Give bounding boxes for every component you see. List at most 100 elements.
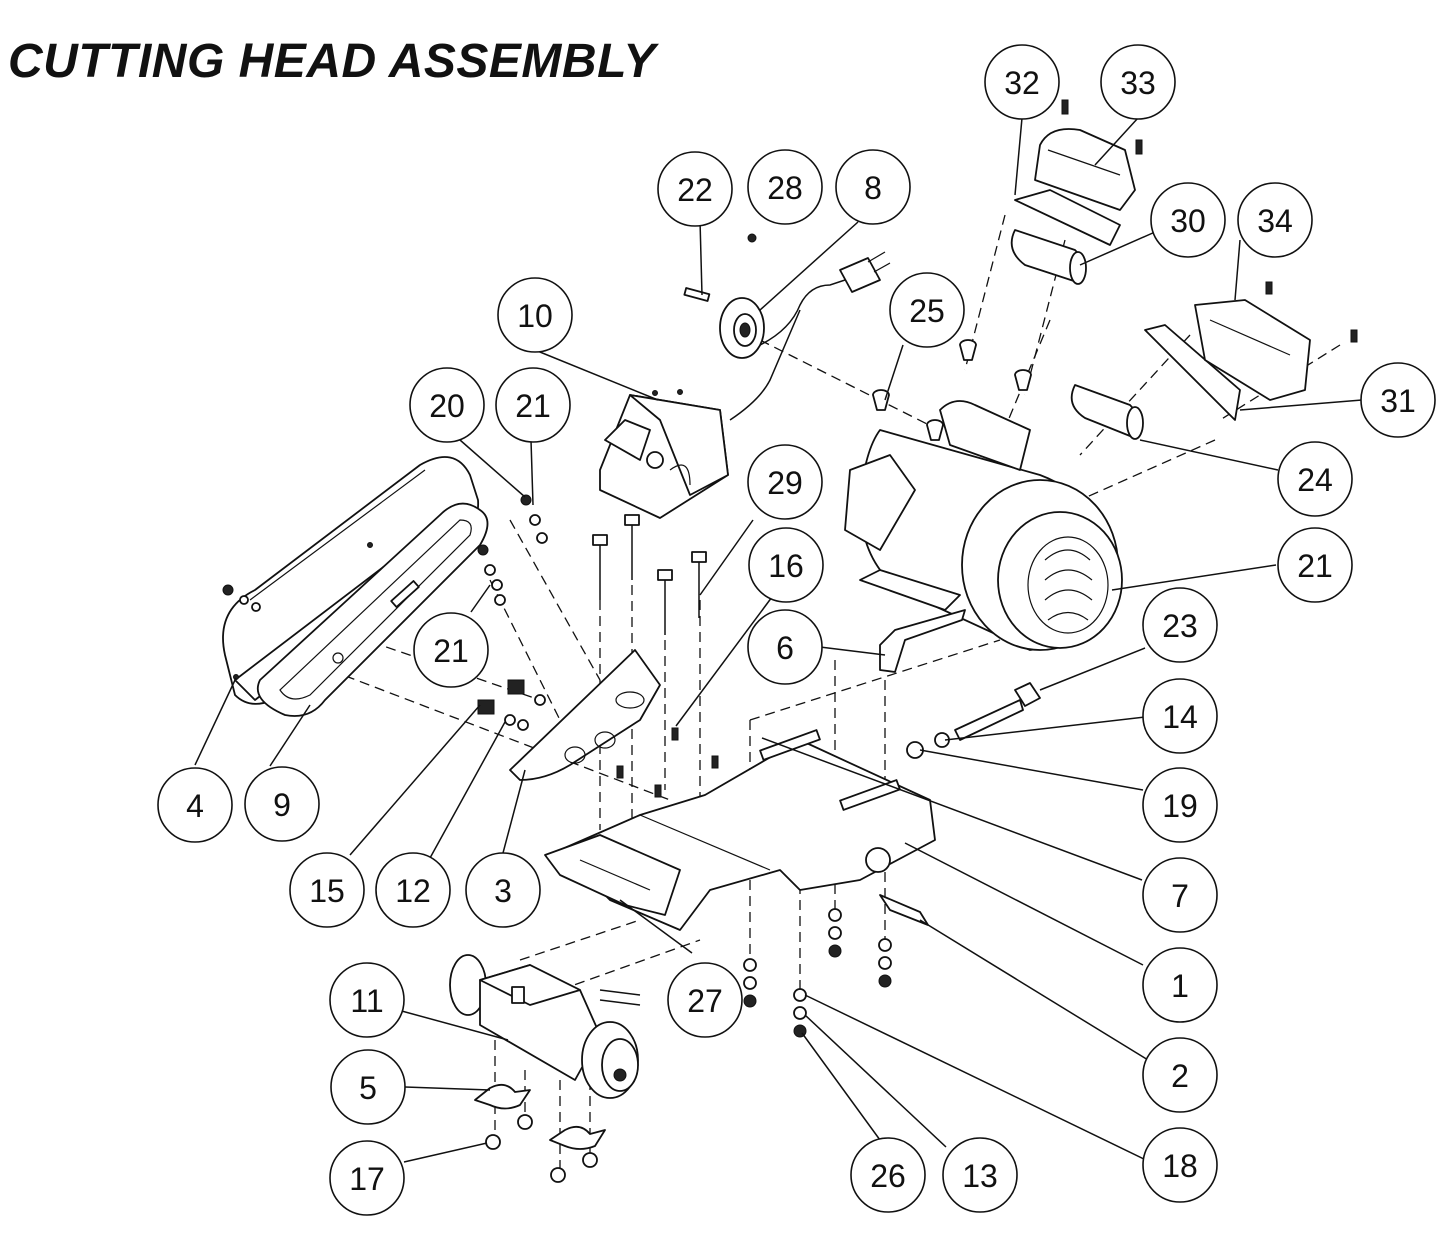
capacitor-cover-upper-part	[1014, 99, 1143, 246]
callout-7: 7	[1142, 857, 1218, 933]
callout-circle	[1150, 182, 1226, 258]
switch-box-part	[599, 389, 729, 519]
callout-2: 2	[1142, 1037, 1218, 1113]
callout-circle	[835, 149, 911, 225]
callout-number: 7	[1171, 878, 1189, 914]
capacitor-part	[1070, 384, 1144, 440]
callout-25: 25	[889, 272, 965, 348]
callout-15: 15	[289, 852, 365, 928]
callout-circle	[889, 272, 965, 348]
callout-23: 23	[1142, 587, 1218, 663]
callout-number: 33	[1120, 65, 1156, 101]
callout-34: 34	[1237, 182, 1313, 258]
power-cord-part	[719, 251, 891, 421]
callout-circle	[1142, 947, 1218, 1023]
clamp-nut-part	[485, 1114, 598, 1183]
callout-number: 4	[186, 788, 204, 824]
callout-number: 12	[395, 873, 431, 909]
capacitor-upper-part	[1010, 229, 1087, 285]
callout-28: 28	[747, 149, 823, 225]
callout-circle	[1142, 587, 1218, 663]
callout-6: 6	[747, 609, 823, 685]
callout-number: 1	[1171, 968, 1189, 1004]
callout-circle	[747, 444, 823, 520]
callout-number: 32	[1004, 65, 1040, 101]
callout-circle	[747, 149, 823, 225]
callout-32: 32	[984, 44, 1060, 120]
callout-number: 8	[864, 170, 882, 206]
callout-number: 20	[429, 388, 465, 424]
screws-part	[872, 339, 1032, 441]
callout-22: 22	[657, 151, 733, 227]
diagram-title: CUTTING HEAD ASSEMBLY	[8, 35, 656, 88]
callout-number: 25	[909, 293, 945, 329]
callout-12: 12	[375, 852, 451, 928]
callout-24: 24	[1277, 441, 1353, 517]
fastener-hardware-part	[222, 494, 548, 731]
callout-circle	[984, 44, 1060, 120]
callout-number: 23	[1162, 608, 1198, 644]
callout-number: 24	[1297, 462, 1333, 498]
callout-circle	[289, 852, 365, 928]
belt-bracket-plate-part	[509, 649, 661, 781]
callout-5: 5	[330, 1049, 406, 1125]
callout-21: 21	[1277, 527, 1353, 603]
drive-belt-part	[256, 502, 489, 717]
callout-circle	[1277, 527, 1353, 603]
callout-number: 21	[433, 633, 469, 669]
callout-18: 18	[1142, 1127, 1218, 1203]
callout-circle	[1100, 44, 1176, 120]
callout-number: 34	[1257, 203, 1293, 239]
callout-circle	[409, 367, 485, 443]
callout-number: 31	[1380, 383, 1416, 419]
small-screw-part	[671, 727, 679, 741]
callout-circle	[747, 609, 823, 685]
callout-31: 31	[1360, 362, 1436, 438]
nut-washer-stack-part	[743, 908, 892, 1038]
callout-number: 3	[494, 873, 512, 909]
callout-number: 9	[273, 787, 291, 823]
roller-bracket-part	[544, 834, 681, 916]
callout-8: 8	[835, 149, 911, 225]
callout-number: 21	[1297, 548, 1333, 584]
callout-number: 29	[767, 465, 803, 501]
callout-circle	[244, 766, 320, 842]
bearing-clamp-part	[474, 1083, 606, 1150]
leader-lines	[194, 117, 1363, 1163]
callout-circle	[1277, 441, 1353, 517]
callout-30: 30	[1150, 182, 1226, 258]
adjustment-bolt-part	[954, 682, 1041, 741]
callout-circle	[497, 277, 573, 353]
callout-13: 13	[942, 1137, 1018, 1213]
capacitor-cover-lower-part	[1144, 281, 1358, 421]
spindle-housing-part	[449, 954, 641, 1099]
callout-circle	[1360, 362, 1436, 438]
callout-19: 19	[1142, 767, 1218, 843]
callout-29: 29	[747, 444, 823, 520]
callout-number: 5	[359, 1070, 377, 1106]
callout-number: 2	[1171, 1058, 1189, 1094]
callout-number: 30	[1170, 203, 1206, 239]
callout-16: 16	[748, 527, 824, 603]
callout-number: 26	[870, 1158, 906, 1194]
callout-circle	[1142, 767, 1218, 843]
callout-number: 6	[776, 630, 794, 666]
callout-21: 21	[413, 612, 489, 688]
callout-3: 3	[465, 852, 541, 928]
small-screw-part	[616, 765, 624, 779]
callout-14: 14	[1142, 678, 1218, 754]
callout-circle	[157, 767, 233, 843]
callout-circle	[375, 852, 451, 928]
callout-circle	[1142, 678, 1218, 754]
callout-33: 33	[1100, 44, 1176, 120]
callout-circle	[495, 367, 571, 443]
callout-9: 9	[244, 766, 320, 842]
callout-26: 26	[850, 1137, 926, 1213]
long-bolts-part	[592, 514, 707, 635]
callout-circle	[1142, 1037, 1218, 1113]
callout-number: 27	[687, 983, 723, 1019]
callout-number: 18	[1162, 1148, 1198, 1184]
callout-circle	[413, 612, 489, 688]
